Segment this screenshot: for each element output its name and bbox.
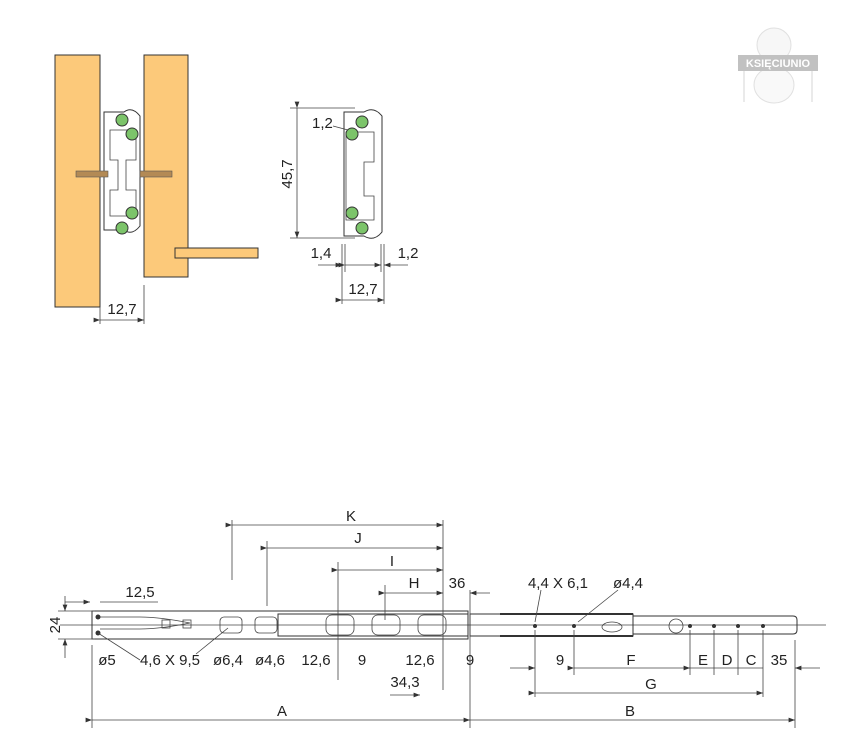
dim-hole-5: ø5 [98,652,116,669]
dim-hole-6-4: ø6,4 [213,652,243,669]
dim-hole-4-6: ø4,6 [255,652,285,669]
dim-A: A [277,703,287,720]
dim-C: C [746,652,757,669]
dim-slot-4-4x6-1: 4,4 X 6,1 [528,575,588,592]
logo: KSIĘCIUNIO [738,27,818,104]
cabinet-panel [54,54,101,308]
dim-35: 35 [771,652,788,669]
dim-F: F [626,652,635,669]
dim-J: J [354,530,362,547]
dim-36: 36 [449,575,466,592]
dim-D: D [722,652,733,669]
dim-I: I [390,553,394,570]
drawer-panel [143,54,189,278]
dim-9: 9 [358,652,366,669]
profile-view: 45,7 1,2 1,4 1,2 12,7 [279,101,419,304]
logo-text: KSIĘCIUNIO [746,58,811,70]
dim-G: G [645,676,657,693]
dim-9: 9 [466,652,474,669]
dim-width: 12,7 [348,281,377,298]
dim-K: K [346,508,356,525]
dim-24: 24 [47,617,64,634]
dim-right-thickness: 1,2 [398,245,419,262]
dim-12-6: 12,6 [405,652,434,669]
dim-height: 45,7 [279,159,296,188]
side-mounting-view: 12,7 [54,54,259,324]
dim-left-thickness: 1,4 [311,245,332,262]
dim-12-5: 12,5 [125,584,154,601]
dim-9: 9 [556,652,564,669]
rail-top-view: K J I H 36 12,5 24 ø5 4,6 X 9,5 ø6,4 ø4,… [47,508,826,728]
dim-hole-4-4: ø4,4 [613,575,643,592]
dim-ball-gap: 1,2 [312,115,333,132]
dim-slot-4-6x9-5: 4,6 X 9,5 [140,652,200,669]
dim-B: B [625,703,635,720]
drawer-bottom [174,247,259,259]
dim-gap-width: 12,7 [107,301,136,318]
dim-E: E [698,652,708,669]
dim-H: H [409,575,420,592]
screw-icon [75,170,109,178]
screw-icon [139,170,173,178]
dim-12-6: 12,6 [301,652,330,669]
dim-34-3: 34,3 [390,674,419,691]
